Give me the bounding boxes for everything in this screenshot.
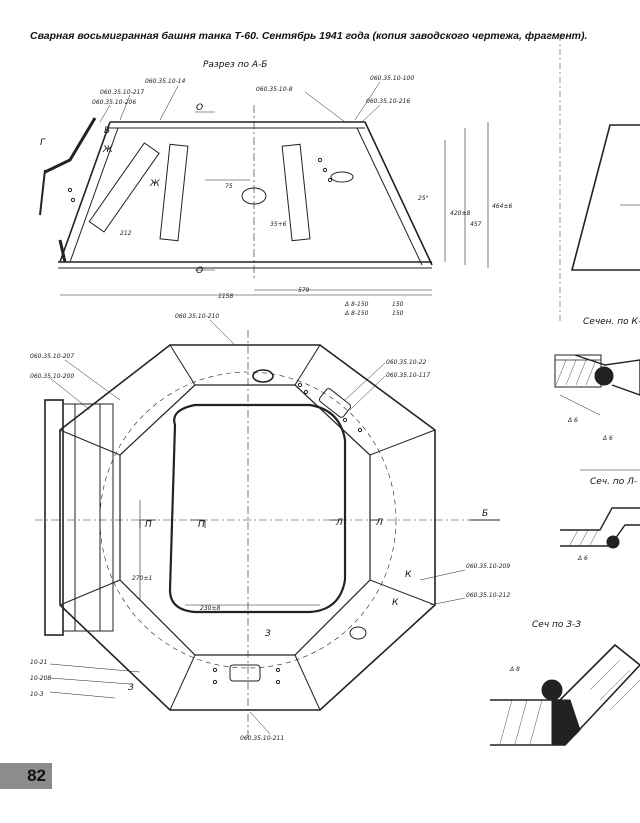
part-ref-side: 10-3 [30, 691, 44, 698]
marker-o: О [196, 103, 203, 113]
dimension-464: 464±6 [492, 203, 512, 210]
dimension-212: 212 [120, 230, 132, 237]
part-ref: 060.35.10-216 [366, 98, 410, 105]
marker-z: З [265, 629, 271, 639]
section-view-top [39, 81, 489, 296]
section-title-sech-z: Сеч по З-З [532, 620, 581, 630]
dimension-579: 579 [298, 287, 310, 294]
dimension-420: 420±8 [450, 210, 470, 217]
plan-view-octagon [35, 319, 500, 740]
part-ref-side: 10-208 [30, 675, 51, 682]
weld-ref-b: 150 [392, 301, 404, 308]
dimension-230: 230±8 [200, 605, 220, 612]
dimension-1158: 1158 [218, 293, 233, 300]
section-title-sech-k: Сечен. по К-К [583, 317, 640, 327]
marker-p: П [198, 520, 205, 530]
part-ref: 060.35.10-117 [386, 372, 430, 379]
marker-l: Л [375, 518, 383, 528]
marker-k: К [392, 598, 399, 608]
plan-view-labels: 060.35.10-210 060.35.10-207 060.35.10-20… [30, 313, 510, 742]
part-ref: 060.35.10-14 [145, 78, 186, 85]
part-ref: 060.35.10-206 [92, 99, 136, 106]
marker-k: К [405, 570, 412, 580]
marker-g: Г [40, 138, 46, 148]
figure-caption: Сварная восьмигранная башня танка Т-60. … [30, 30, 588, 42]
section-title-razrez: Разрез по А-Б [203, 60, 267, 70]
marker-v: В [104, 126, 110, 136]
marker-b: Б [482, 509, 488, 519]
part-ref-side: 10-21 [30, 659, 47, 666]
weld-ref: Δ 6 [602, 435, 613, 442]
weld-ref-b: 150 [392, 310, 404, 317]
part-ref: 060.35.10-217 [100, 89, 144, 96]
part-ref: 060.35.10-200 [30, 373, 74, 380]
marker-p: П [145, 520, 152, 530]
marker-l: Л [335, 518, 343, 528]
part-ref: 060.35.10-8 [256, 86, 293, 93]
dimension-457: 457 [470, 221, 482, 228]
part-ref: 060.35.10-212 [466, 592, 510, 599]
part-ref: 060.35.10-209 [466, 563, 510, 570]
weld-ref: Δ 8-150 [344, 301, 369, 308]
part-ref: 060.35.10-22 [386, 359, 427, 366]
section-title-sech-l: Сеч. по Л- [590, 477, 637, 487]
weld-ref: Δ 6 [577, 555, 588, 562]
weld-ref: Δ 6 [567, 417, 578, 424]
marker-o: О [196, 266, 203, 276]
section-view-top-labels: Разрез по А-Б 060.35.10-14 060.35.10-217… [40, 60, 512, 317]
part-ref: 060.35.10-207 [30, 353, 74, 360]
weld-ref: Δ 8-150 [344, 310, 369, 317]
part-ref: 060.35.10-211 [240, 735, 284, 742]
marker-zh: Ж [149, 179, 160, 189]
dimension-angle: 25° [418, 195, 429, 202]
marker-zh: Ж [102, 145, 113, 155]
weld-ref: Δ 8 [509, 666, 520, 673]
dimension-75: 75 [225, 183, 233, 190]
right-partial-views [490, 35, 640, 746]
page-number: 82 [0, 763, 52, 789]
dimension-270: 270±1 [132, 575, 152, 582]
right-partial-labels: Сечен. по К-К Сеч. по Л- Сеч по З-З Δ 6 … [509, 317, 640, 673]
marker-z: З [128, 683, 134, 693]
dimension-35: 35+6 [270, 221, 287, 228]
part-ref: 060.35.10-210 [175, 313, 219, 320]
part-ref: 060.35.10-100 [370, 75, 414, 82]
